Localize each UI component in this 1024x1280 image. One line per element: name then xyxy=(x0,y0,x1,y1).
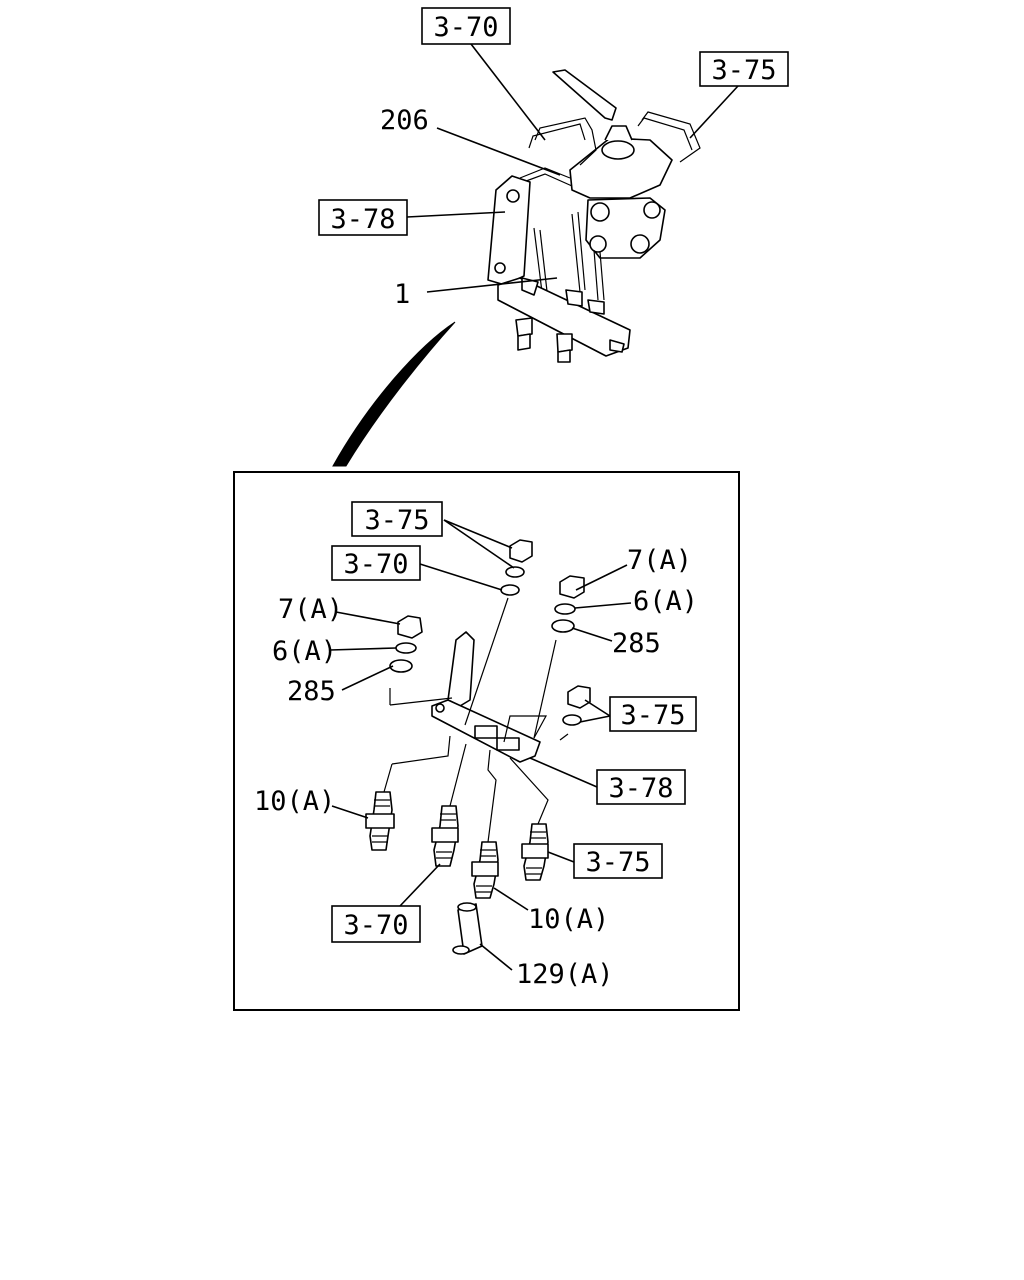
part-label-seal-right: 285 xyxy=(612,628,661,659)
svg-text:3-75: 3-75 xyxy=(711,55,776,86)
svg-text:3-78: 3-78 xyxy=(330,204,395,235)
svg-text:3-75: 3-75 xyxy=(620,700,685,731)
detail-illustration xyxy=(365,539,591,955)
part-label-1: 1 xyxy=(394,279,410,310)
detail-callout-arrow xyxy=(332,321,456,467)
svg-text:3-75: 3-75 xyxy=(585,847,650,878)
svg-text:3-78: 3-78 xyxy=(608,773,673,804)
part-label-spacer: 129(A) xyxy=(516,959,614,990)
part-label-washer-right: 6(A) xyxy=(633,586,698,617)
assembly-illustration xyxy=(487,69,701,363)
detail-ref-3-70-stud[interactable]: 3-70 xyxy=(331,905,421,943)
detail-leaders xyxy=(329,519,632,971)
overview-ref-3-70[interactable]: 3-70 xyxy=(421,7,511,45)
detail-ref-3-75-stud[interactable]: 3-75 xyxy=(573,843,663,879)
detail-frame xyxy=(233,471,740,1011)
overview-ref-3-75[interactable]: 3-75 xyxy=(699,51,789,87)
part-label-washer-left: 6(A) xyxy=(272,636,337,667)
part-label-stud-left: 10(A) xyxy=(254,786,335,817)
part-label-stud-center: 10(A) xyxy=(528,904,609,935)
part-label-206: 206 xyxy=(380,105,429,136)
part-label-nut-left: 7(A) xyxy=(278,594,343,625)
detail-ref-3-75-right-nut[interactable]: 3-75 xyxy=(609,696,697,732)
svg-text:3-70: 3-70 xyxy=(343,910,408,941)
part-label-seal-left: 285 xyxy=(287,676,336,707)
svg-text:3-75: 3-75 xyxy=(364,505,429,536)
overview-ref-3-78[interactable]: 3-78 xyxy=(318,199,408,236)
svg-text:3-70: 3-70 xyxy=(343,549,408,580)
detail-ref-3-70-washer[interactable]: 3-70 xyxy=(331,545,421,581)
overview-leaders xyxy=(406,43,739,293)
detail-ref-3-75-washers[interactable]: 3-75 xyxy=(351,501,443,537)
detail-ref-3-78-bracket[interactable]: 3-78 xyxy=(596,769,686,805)
svg-text:3-70: 3-70 xyxy=(433,12,498,43)
part-label-nut-right: 7(A) xyxy=(627,545,692,576)
